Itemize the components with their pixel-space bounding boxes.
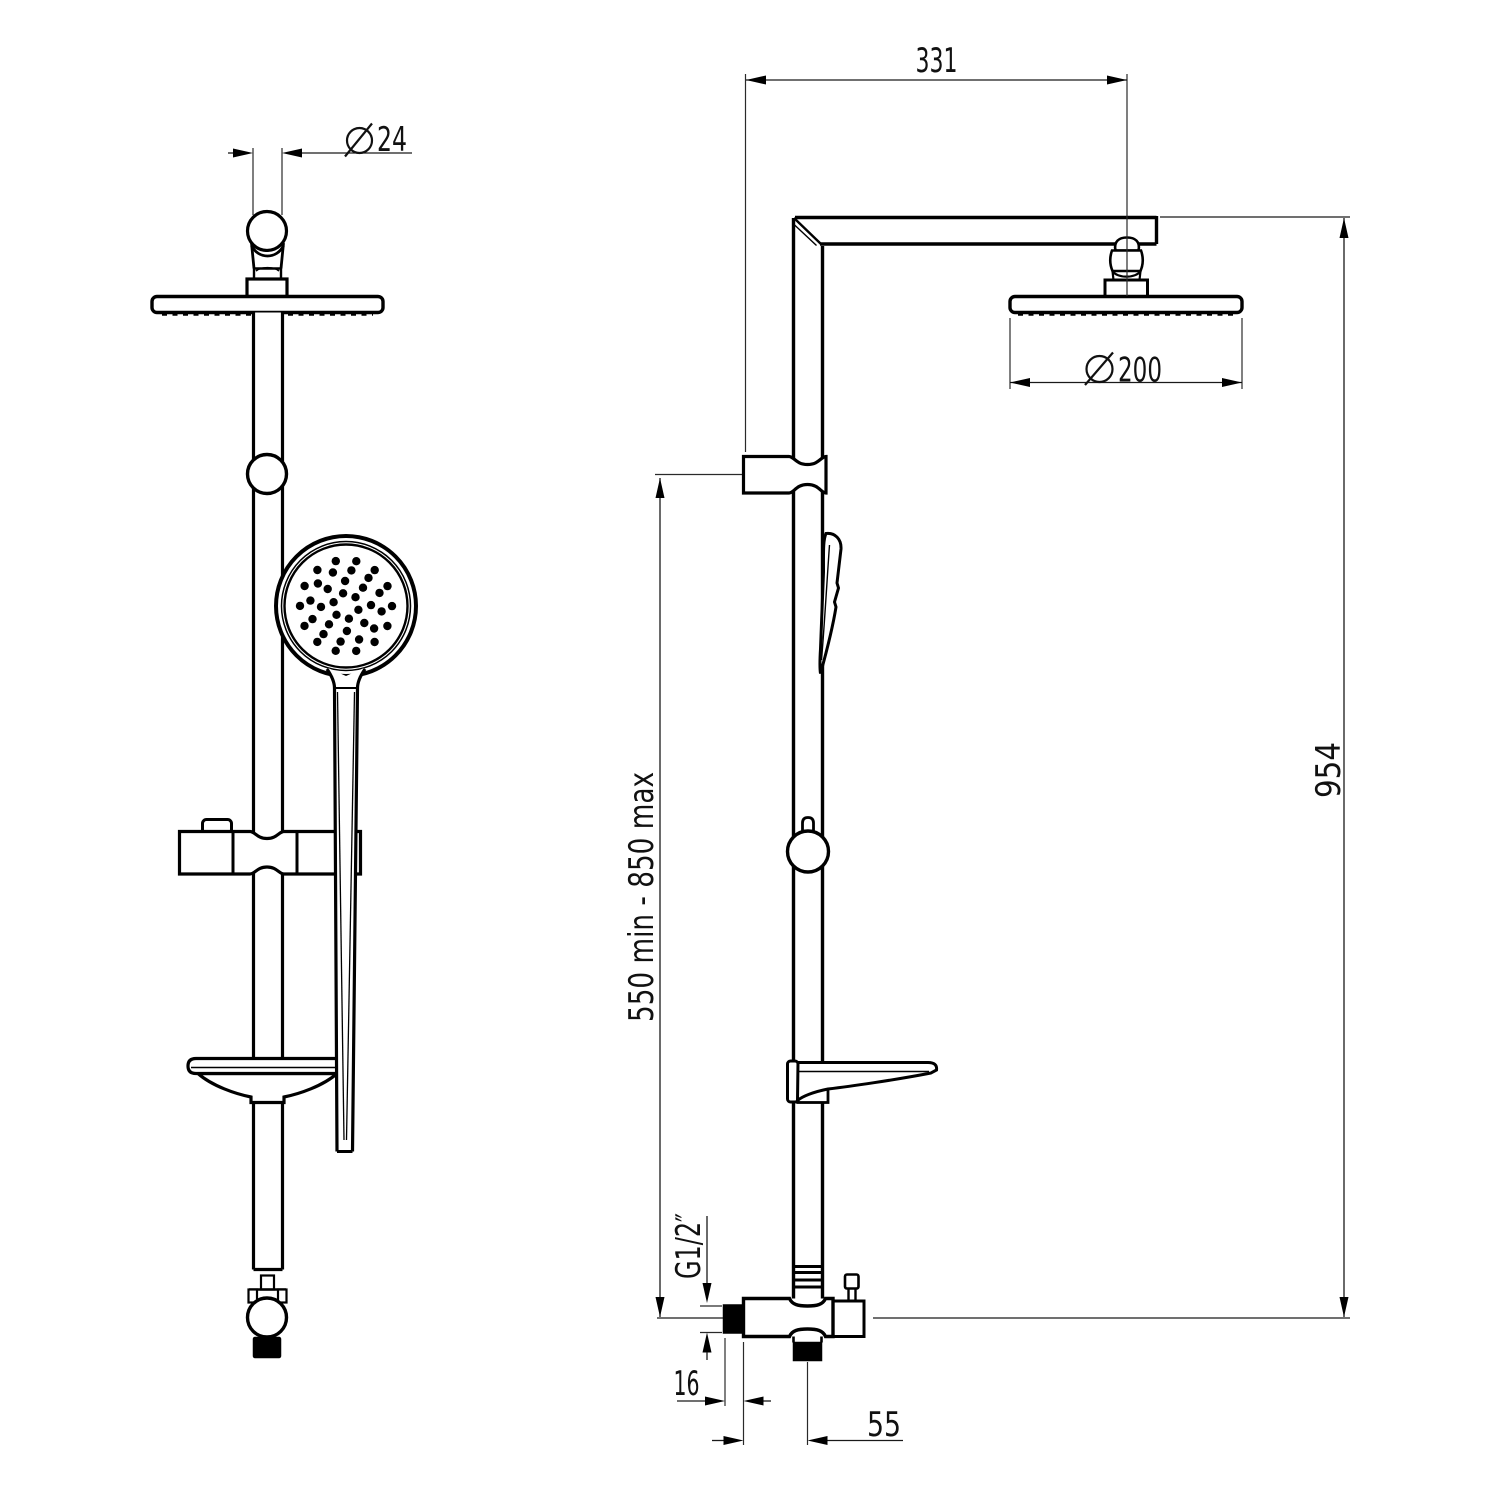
side-rain-head <box>1008 294 1244 316</box>
reference-lines <box>657 216 1350 1319</box>
spray-nozzle-dot <box>324 620 334 629</box>
dim-slide-rail-range: 550 min - 850 max <box>622 473 742 1317</box>
spray-nozzle-dot <box>377 607 386 616</box>
spray-nozzle-dot <box>331 556 340 566</box>
side-soap-dish <box>786 1059 939 1104</box>
dim-label-24: 24 <box>377 120 407 160</box>
spray-nozzle-dot <box>313 565 322 575</box>
spray-nozzle-dot <box>370 565 379 575</box>
side-head-connector <box>1103 236 1149 298</box>
spray-nozzle-dot <box>375 588 384 598</box>
dim-inlet-thread: G1/2″ <box>669 1213 722 1360</box>
spray-nozzle-dot <box>360 618 369 628</box>
side-inlet-thread <box>722 1304 745 1334</box>
spray-nozzle-dot <box>331 646 340 655</box>
spray-nozzle-dot <box>313 579 323 588</box>
spray-nozzle-dot <box>332 610 341 619</box>
front-slider-bracket <box>177 818 363 876</box>
dim-head-diameter: 200 <box>1009 318 1243 391</box>
dim-overall-height: 954 <box>1309 218 1349 1317</box>
diverter-knob <box>843 1273 860 1290</box>
front-hand-shower <box>274 534 418 1153</box>
dim-label-thread: G1/2″ <box>669 1213 709 1279</box>
spray-nozzle-dot <box>366 600 376 610</box>
spray-nozzle-dot <box>387 601 397 611</box>
spray-nozzle-dot <box>340 576 350 586</box>
spray-nozzle-dot <box>323 584 332 594</box>
spray-nozzle-dot <box>308 614 317 624</box>
side-pipe-union <box>793 1265 823 1289</box>
spray-nozzle-dot <box>358 583 368 592</box>
spray-nozzle-dot <box>370 637 379 647</box>
front-soap-dish <box>186 1056 348 1105</box>
spray-nozzle-dot <box>383 621 392 631</box>
side-riser-and-arm <box>791 215 1159 1299</box>
spray-nozzle-dot <box>300 581 309 591</box>
spray-nozzle-dot <box>347 566 356 575</box>
front-head-connector <box>245 209 289 299</box>
front-slide-ring <box>245 452 289 496</box>
side-view: 331 200 954 550 mi <box>622 41 1350 1445</box>
dim-inlet-thread-length: 16 <box>674 1338 771 1445</box>
spray-nozzle-dot <box>300 621 309 631</box>
spray-nozzle-dot <box>369 624 379 633</box>
side-wall-bracket <box>741 454 828 495</box>
spray-nozzle-dot <box>383 581 392 591</box>
spray-nozzle-dot <box>364 573 373 583</box>
front-inlet-thread <box>252 1336 282 1359</box>
spray-nozzle-dot <box>295 601 305 611</box>
spray-nozzle-dot <box>354 635 364 644</box>
front-bottom-connector <box>245 1274 289 1359</box>
spray-nozzle-dot <box>338 589 348 598</box>
dim-outlet-offset: 55 <box>712 1362 903 1445</box>
spray-nozzle-dot <box>354 605 363 614</box>
spray-nozzle-dot <box>328 568 338 577</box>
spray-nozzle-dot <box>352 646 361 656</box>
spray-nozzle-dot <box>316 602 326 612</box>
dim-label-55: 55 <box>867 1405 901 1445</box>
diameter-symbol-icon <box>344 122 374 158</box>
spray-nozzle-dot <box>342 626 352 636</box>
side-valve-body <box>722 1273 866 1362</box>
dim-label-16: 16 <box>674 1364 700 1404</box>
diameter-symbol-icon <box>1084 351 1114 386</box>
dim-label-200: 200 <box>1118 351 1162 391</box>
side-hand-shower <box>818 531 843 674</box>
spray-nozzle-dot <box>344 614 354 623</box>
spray-nozzle-dot <box>329 598 338 607</box>
side-outlet-thread <box>792 1341 823 1362</box>
dim-label-rail-range: 550 min - 850 max <box>622 772 662 1022</box>
dim-label-954: 954 <box>1309 742 1349 798</box>
dim-top-connector-diameter: 24 <box>228 120 412 215</box>
side-slider-knob <box>785 816 831 874</box>
spray-nozzle-dot <box>352 557 361 566</box>
front-hand-shower-spray-face <box>295 556 397 656</box>
spray-nozzle-dot <box>351 593 360 602</box>
spray-nozzle-dot <box>313 637 322 647</box>
spray-nozzle-dot <box>319 629 328 639</box>
front-view: 24 <box>150 120 418 1359</box>
spray-nozzle-dot <box>306 596 315 605</box>
front-rain-head <box>150 294 385 316</box>
dim-label-331: 331 <box>916 41 958 81</box>
spray-nozzle-dot <box>336 637 345 646</box>
dim-arm-projection: 331 <box>744 41 1128 452</box>
